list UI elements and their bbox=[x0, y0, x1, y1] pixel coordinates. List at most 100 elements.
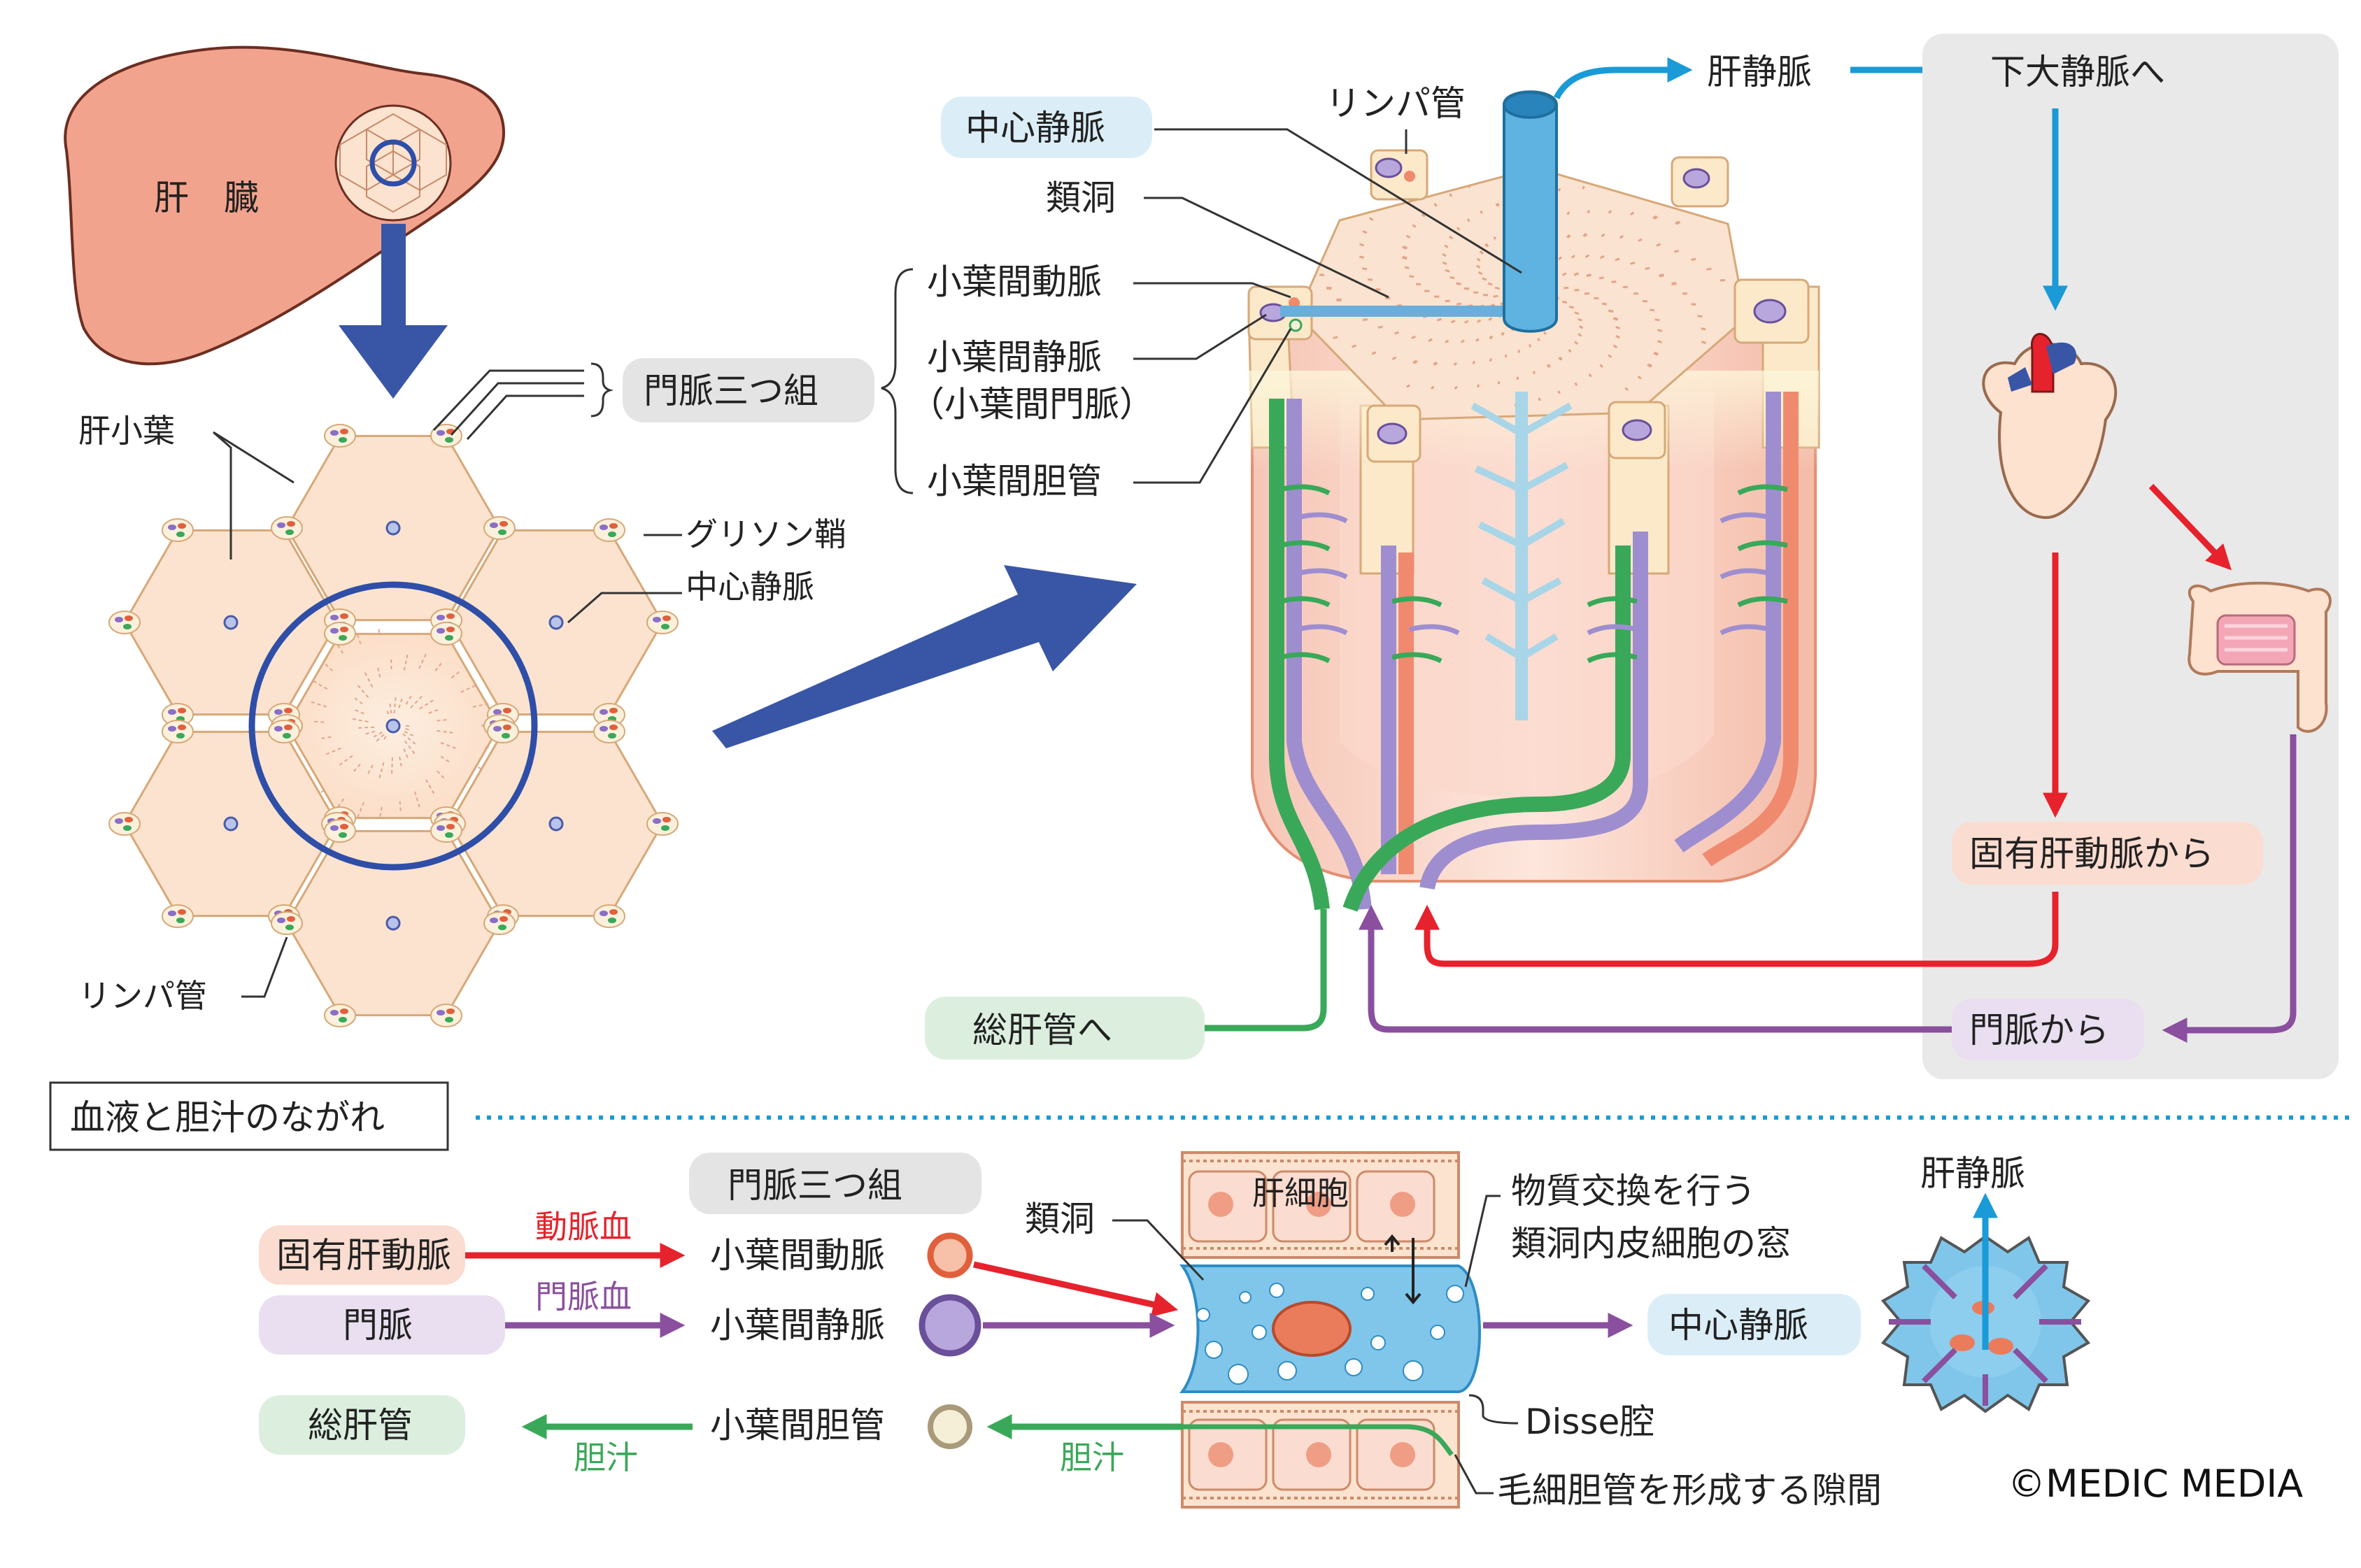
top-sinusoid-dash bbox=[1401, 256, 1408, 260]
sinusoid-dash bbox=[438, 662, 442, 667]
sinusoid-dash bbox=[398, 704, 401, 708]
bile-out-arrow bbox=[1165, 909, 1327, 1041]
top-sinusoid-dash bbox=[1574, 311, 1580, 315]
top-sinusoid-dash bbox=[1601, 233, 1605, 238]
sinusoid-dash bbox=[402, 733, 406, 737]
portal-triad bbox=[430, 1004, 462, 1027]
top-sinusoid-dash bbox=[1611, 280, 1617, 283]
top-sinusoid-dash bbox=[1445, 269, 1450, 273]
top-sinusoid-dash bbox=[1637, 376, 1642, 380]
bile-duct-cross-section bbox=[928, 1404, 972, 1449]
sinusoid-dash bbox=[419, 706, 423, 710]
sinusoid-dash bbox=[337, 747, 341, 750]
sinusoid-dash bbox=[472, 685, 476, 688]
sinusoid-dash bbox=[376, 738, 380, 742]
central-vein-label-left: 中心静脈 bbox=[686, 568, 814, 606]
portal-triad bbox=[324, 819, 356, 843]
artery-source-label: 固有肝動脈 bbox=[276, 1235, 451, 1276]
top-sinusoid-dash bbox=[1566, 234, 1571, 238]
sinusoid-dash bbox=[400, 698, 403, 703]
top-sinusoid-dash bbox=[1480, 210, 1483, 214]
sinusoid-dash bbox=[378, 732, 383, 735]
sinusoid-dash bbox=[367, 678, 371, 682]
heart-to-intestine-arrow bbox=[2148, 483, 2232, 571]
sinusoid-dash bbox=[428, 785, 432, 789]
sinusoid-dash bbox=[359, 701, 363, 705]
top-sinusoid-dash bbox=[1654, 351, 1659, 355]
flow-sinusoid-label: 類洞 bbox=[1025, 1199, 1095, 1239]
top-sinusoid-dash bbox=[1615, 325, 1621, 330]
top-sinusoid-dash bbox=[1405, 234, 1411, 239]
flow-hepatic-vein-label: 肝静脈 bbox=[1920, 1153, 2025, 1194]
sinusoid-dash bbox=[418, 696, 423, 699]
portal-triad-callout bbox=[432, 362, 614, 441]
sinusoid-tube: 肝細胞 bbox=[1179, 1151, 1481, 1509]
sinusoid-dash bbox=[313, 680, 317, 683]
sinusoid-dash bbox=[424, 703, 429, 706]
portal-triad bbox=[483, 516, 516, 540]
top-sinusoid-dash bbox=[1652, 215, 1657, 220]
portal-triad bbox=[487, 720, 519, 743]
flow-triad-pill bbox=[689, 1153, 981, 1214]
sinusoid-dash bbox=[321, 737, 325, 739]
top-sinusoid-dash bbox=[1582, 233, 1587, 237]
top-sinusoid-dash bbox=[1482, 277, 1487, 281]
top-sinusoid-dash bbox=[1578, 325, 1584, 329]
sinusoid-dash bbox=[325, 663, 329, 667]
sinusoid-dash bbox=[446, 744, 451, 747]
sinusoid-dash bbox=[437, 729, 441, 732]
portal-triad bbox=[162, 703, 194, 727]
sinusoid-dash bbox=[354, 697, 358, 701]
to-cbd-pill bbox=[925, 997, 1205, 1060]
top-sinusoid-dash bbox=[1449, 193, 1453, 197]
proper-hepatic-artery-pill bbox=[1952, 822, 2263, 885]
top-sinusoid-dash bbox=[1568, 348, 1572, 353]
top-sinusoid-dash bbox=[1608, 354, 1612, 359]
top-sinusoid-dash bbox=[1657, 329, 1663, 332]
intestine-icon bbox=[2188, 581, 2332, 733]
sinusoid-dash bbox=[329, 668, 334, 671]
top-sinusoid-dash bbox=[1456, 227, 1461, 231]
sinusoid-dash bbox=[362, 801, 365, 806]
window-line1: 物質交換を行う bbox=[1511, 1171, 1756, 1211]
sinusoid-dash bbox=[359, 808, 362, 812]
top-sinusoid-dash bbox=[1615, 257, 1620, 262]
sinusoid-dash bbox=[378, 629, 381, 633]
sinusoid-dash bbox=[365, 694, 369, 698]
top-sinusoid-dash bbox=[1619, 234, 1624, 239]
window-leader bbox=[1464, 1195, 1501, 1288]
sinusoid-dash bbox=[441, 775, 445, 779]
window-line2: 類洞内皮細胞の窓 bbox=[1511, 1223, 1791, 1264]
sinusoid-dash bbox=[357, 763, 361, 767]
liver-organ bbox=[64, 45, 506, 366]
sinusoid-dash bbox=[357, 813, 360, 818]
hepatic-vein-arrow bbox=[1553, 57, 1693, 100]
sinusoid-dash bbox=[332, 750, 336, 753]
sinusoid-dash bbox=[349, 755, 353, 759]
sinusoid-dash bbox=[340, 650, 344, 654]
lobule-network bbox=[108, 424, 679, 1027]
top-sinusoid-dash bbox=[1638, 238, 1643, 242]
interlobular-vein-alt-label: （小葉間門脈） bbox=[909, 384, 1154, 425]
sinusoid-dash bbox=[405, 754, 409, 758]
top-sinusoid-dash bbox=[1406, 384, 1410, 388]
sinusoid-dash bbox=[311, 701, 315, 704]
to-cbd-label: 総肝管へ bbox=[972, 1010, 1112, 1050]
top-sinusoid-dash bbox=[1472, 360, 1476, 365]
top-sinusoid-dash bbox=[1493, 294, 1498, 298]
top-sinusoid-dash bbox=[1449, 276, 1455, 280]
top-sinusoid-dash bbox=[1720, 279, 1726, 282]
central-vein-dot bbox=[385, 915, 401, 931]
top-sinusoid-dash bbox=[1484, 243, 1489, 248]
top-sinusoid-dash bbox=[1691, 303, 1696, 306]
top-sinusoid-dash bbox=[1449, 235, 1453, 240]
sinusoid-dash bbox=[409, 734, 414, 736]
portal-triad bbox=[271, 516, 303, 540]
sinusoid-dash bbox=[386, 711, 390, 715]
triad-brace bbox=[881, 268, 914, 494]
sinusoid-dash bbox=[434, 667, 439, 672]
top-sinusoid-dash bbox=[1587, 210, 1591, 214]
top-sinusoid-dash bbox=[1412, 224, 1417, 228]
top-sinusoid-dash bbox=[1671, 282, 1677, 285]
